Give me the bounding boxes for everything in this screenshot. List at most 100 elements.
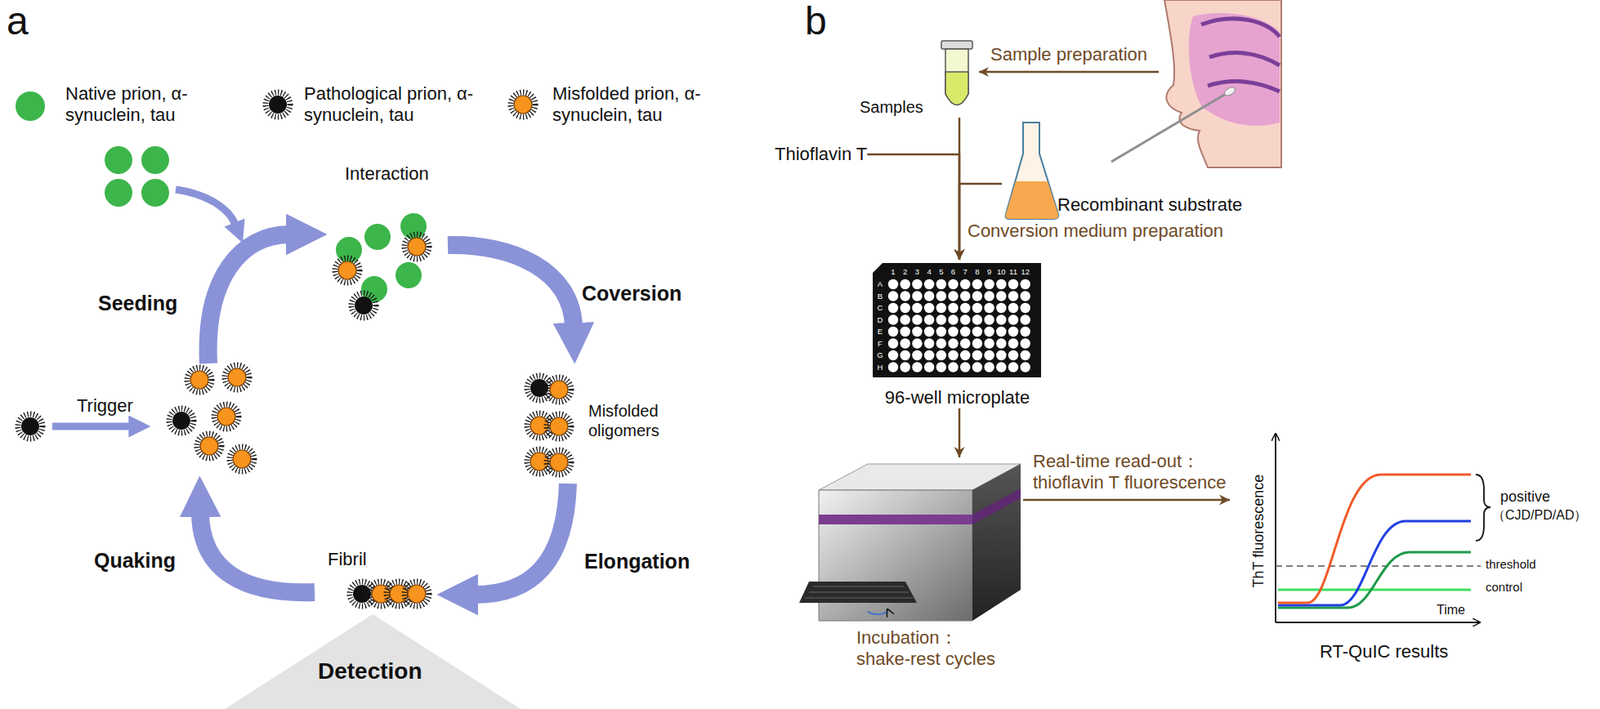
process-node: 96-well microplate [862, 259, 1052, 409]
text-label: Sample preparation [990, 44, 1148, 66]
microplate [1008, 314, 1019, 325]
microplate [900, 303, 911, 313]
nasal-illustration [1201, 18, 1280, 37]
thin-arrow [52, 189, 236, 427]
well-index: D [877, 316, 884, 325]
microplate [996, 338, 1006, 349]
fluorescence-chart [1274, 433, 1277, 623]
native-particle [335, 236, 363, 264]
microplate [996, 314, 1006, 325]
microplate [900, 338, 911, 349]
microplate [888, 279, 1031, 373]
microplate [900, 290, 911, 301]
microplate [972, 303, 983, 313]
nasal-illustration [1164, 0, 1282, 168]
microplate [911, 350, 922, 361]
legend-text: Pathological prion, α-synuclein, tau [303, 83, 476, 126]
microplate [1008, 338, 1019, 349]
microplate [888, 350, 899, 361]
microplate [972, 314, 983, 325]
well-index: 9 [987, 268, 992, 277]
native-particle [104, 178, 133, 207]
node-text: Samples [859, 98, 924, 118]
plate-reader [799, 464, 1021, 622]
microplate [911, 362, 922, 372]
text-label: Interaction [344, 163, 430, 185]
legend-text: Misfolded prion, α-synuclein, tau [552, 83, 708, 126]
microplate [911, 279, 922, 290]
microplate [960, 290, 970, 301]
legend-symbol [506, 88, 540, 121]
nasal-illustration [1111, 91, 1230, 162]
text-label: Quaking [93, 549, 176, 574]
microplate [996, 326, 1006, 337]
microplate [924, 362, 935, 372]
node-text: RT-QuIC results [1319, 641, 1449, 663]
sample-tube [945, 49, 969, 106]
native-particle [395, 262, 422, 289]
well-index: 3 [915, 268, 920, 277]
text-label: b [804, 1, 827, 41]
thin-arrow [175, 189, 236, 225]
microplate [1020, 290, 1031, 301]
substrate-flask [1005, 181, 1060, 219]
microplate [947, 350, 958, 361]
microplate [924, 279, 935, 290]
microplate [983, 362, 994, 372]
microplate [996, 362, 1006, 372]
microplate [960, 350, 970, 361]
well-index: 7 [963, 268, 968, 277]
particle-cluster [224, 365, 250, 390]
microplate [1020, 303, 1031, 313]
microplate [972, 362, 983, 372]
microplate [1008, 362, 1019, 372]
microplate [888, 314, 899, 325]
microplate [960, 303, 970, 313]
flow-connector [867, 154, 960, 260]
node-text: Recombinant substrate [1057, 194, 1243, 216]
sample-arrow [978, 71, 1159, 74]
well-index: 12 [1020, 268, 1030, 277]
well-index: 11 [1009, 268, 1018, 277]
particle-cluster [17, 234, 572, 607]
well-index: 1 [890, 268, 895, 277]
microplate [996, 303, 1006, 313]
microplate [1020, 314, 1031, 325]
particle-cluster [546, 450, 572, 475]
microplate [972, 350, 983, 361]
nasal-illustration [1209, 53, 1280, 66]
microplate [911, 314, 922, 325]
microplate [888, 303, 899, 313]
fluorescence-chart [1278, 589, 1471, 592]
substrate-flask [1005, 122, 1060, 219]
cycle-arrow [473, 483, 568, 595]
well-index: 2 [902, 268, 908, 277]
microplate [936, 290, 947, 301]
well-index: A [877, 280, 883, 289]
well-index: 6 [951, 268, 956, 277]
nasal-illustration [1201, 18, 1280, 92]
node-text: Thioflavin T [774, 143, 868, 166]
microplate [972, 326, 983, 337]
microplate [1020, 338, 1031, 349]
native-particle [364, 223, 391, 251]
microplate [924, 338, 935, 349]
microplate [900, 350, 911, 361]
particle-cluster [169, 408, 194, 434]
microplate [911, 338, 922, 349]
text-label: Trigger [76, 395, 134, 417]
text-label: Coversion [581, 281, 682, 307]
microplate [900, 326, 911, 337]
microplate [1008, 350, 1019, 361]
microplate [924, 350, 935, 361]
nasal-illustration [1223, 85, 1237, 98]
microplate [924, 326, 935, 337]
process-node: Incubation：shake-rest cycles [808, 457, 1024, 672]
native-particle [141, 178, 170, 207]
microplate [900, 362, 911, 372]
particle-cluster [351, 293, 376, 318]
microplate [888, 362, 899, 372]
